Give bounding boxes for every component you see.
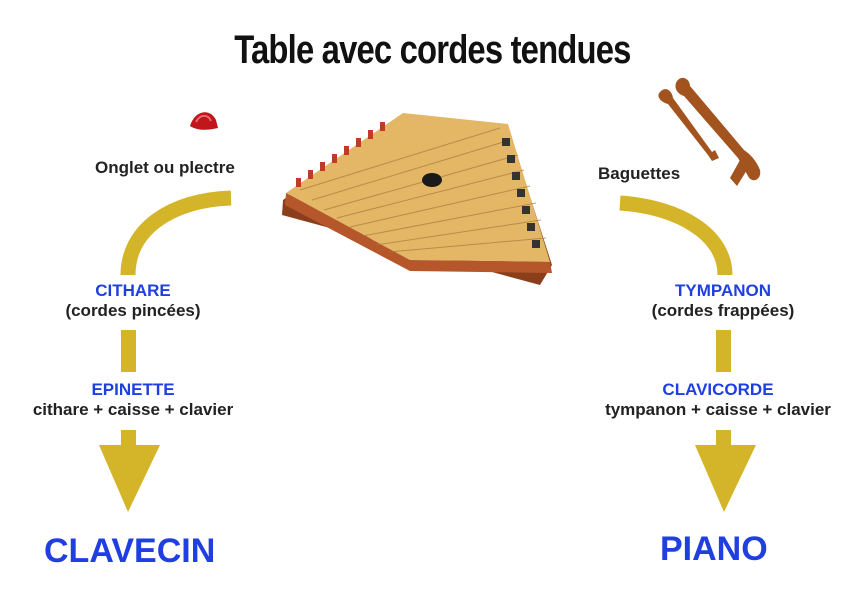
left-tool-label: Onglet ou plectre [95,158,235,177]
left-curve-arrow [120,190,232,276]
left-final-arrowhead [99,445,160,512]
right-stage1: TYMPANON (cordes frappées) [598,281,848,321]
left-connector-bar [121,330,136,372]
right-stage2-name: CLAVICORDE [662,380,774,399]
right-final-arrowhead [695,445,756,512]
right-stage2: CLAVICORDE tympanon + caisse + clavier [583,380,853,420]
plectrum-icon [190,112,218,130]
mallets-icon [658,77,761,186]
left-stage2-desc: cithare + caisse + clavier [32,400,234,419]
left-stage1-name: CITHARE [95,281,171,300]
left-stage1: CITHARE (cordes pincées) [8,281,258,321]
left-stage1-desc: (cordes pincées) [65,301,201,320]
right-stage1-desc: (cordes frappées) [651,301,795,320]
right-tool-label: Baguettes [598,164,681,183]
right-curve-arrow [619,195,733,276]
page-title: Table avec cordes tendues [234,28,631,72]
left-stage2-name: EPINETTE [91,380,175,399]
right-connector-bar [716,330,731,372]
left-result: CLAVECIN [44,532,216,570]
left-stage2: EPINETTE cithare + caisse + clavier [8,380,258,420]
zither-image [282,113,552,285]
right-stage2-desc: tympanon + caisse + clavier [605,400,831,419]
right-result: PIANO [660,530,768,568]
right-stage1-name: TYMPANON [674,281,771,300]
